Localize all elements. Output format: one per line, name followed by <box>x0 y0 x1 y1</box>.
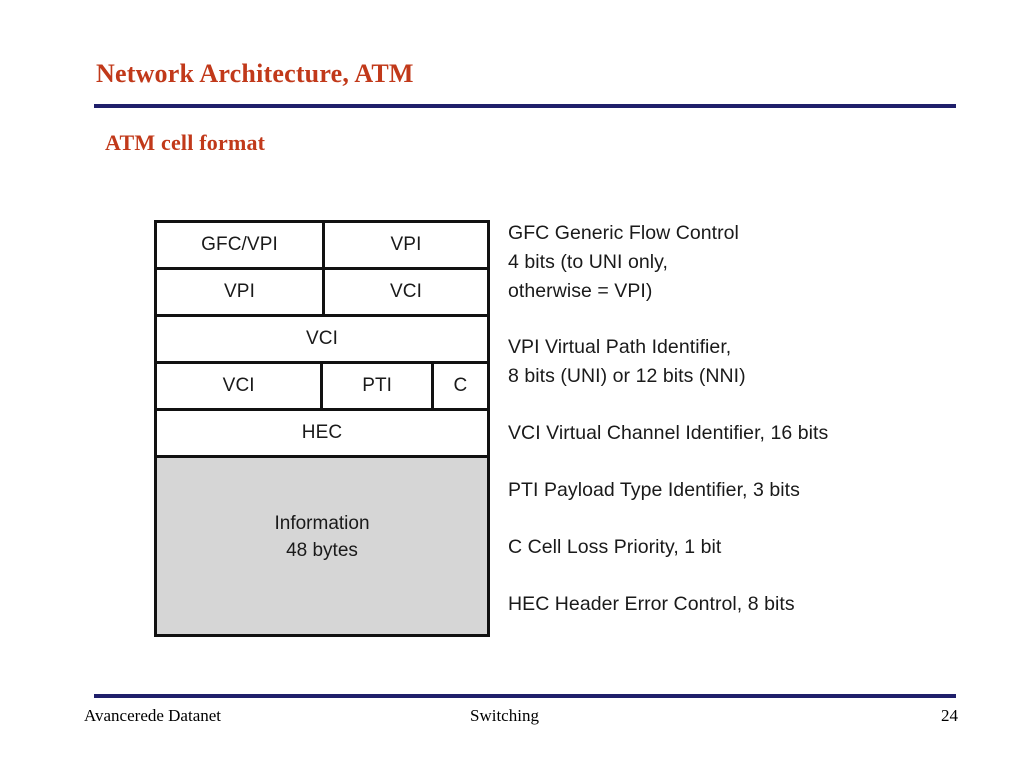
cell-payload-label: Information 48 bytes <box>274 513 370 561</box>
cell-field-pti: PTI <box>320 364 431 408</box>
cell-row: VCI PTI C <box>154 361 490 408</box>
footer-page-number: 24 <box>941 706 958 725</box>
legend-item-clp: C Cell Loss Priority, 1 bit <box>508 536 722 558</box>
cell-field-vci: VCI <box>306 328 338 349</box>
cell-payload-block: Information 48 bytes <box>154 455 490 637</box>
legend-list: GFC Generic Flow Control 4 bits (to UNI … <box>508 219 978 619</box>
legend-item-hec: HEC Header Error Control, 8 bits <box>508 593 795 615</box>
cell-field-vpi: VPI <box>224 281 255 302</box>
legend-item-gfc: GFC Generic Flow Control 4 bits (to UNI … <box>508 222 739 302</box>
cell-field-vpi: VPI <box>322 223 487 267</box>
cell-field-clp: C <box>430 364 487 408</box>
page-title: Network Architecture, ATM <box>96 59 414 88</box>
footer-course-name: Avancerede Datanet <box>84 706 222 725</box>
cell-row: VCI <box>154 314 490 361</box>
legend-item-pti: PTI Payload Type Identifier, 3 bits <box>508 479 800 501</box>
cell-row: HEC <box>154 408 490 455</box>
footer-divider <box>94 694 956 698</box>
legend-item-vpi: VPI Virtual Path Identifier, 8 bits (UNI… <box>508 336 746 387</box>
legend-item-vci: VCI Virtual Channel Identifier, 16 bits <box>508 422 829 444</box>
cell-row: VPI VCI <box>154 267 490 314</box>
title-divider <box>94 104 956 108</box>
footer-topic: Switching <box>470 706 539 725</box>
cell-field-hec: HEC <box>301 422 343 443</box>
atm-cell-diagram: GFC/VPI VPI VPI VCI VCI VCI PTI C HEC In… <box>154 220 490 637</box>
cell-row: GFC/VPI VPI <box>154 220 490 267</box>
slide-subtitle: ATM cell format <box>105 130 266 155</box>
slide-footer: Avancerede Datanet Switching 24 <box>84 706 958 730</box>
cell-field-vci: VCI <box>222 375 255 396</box>
cell-field-vci: VCI <box>322 270 487 314</box>
cell-field-gfc-vpi: GFC/VPI <box>201 234 278 255</box>
